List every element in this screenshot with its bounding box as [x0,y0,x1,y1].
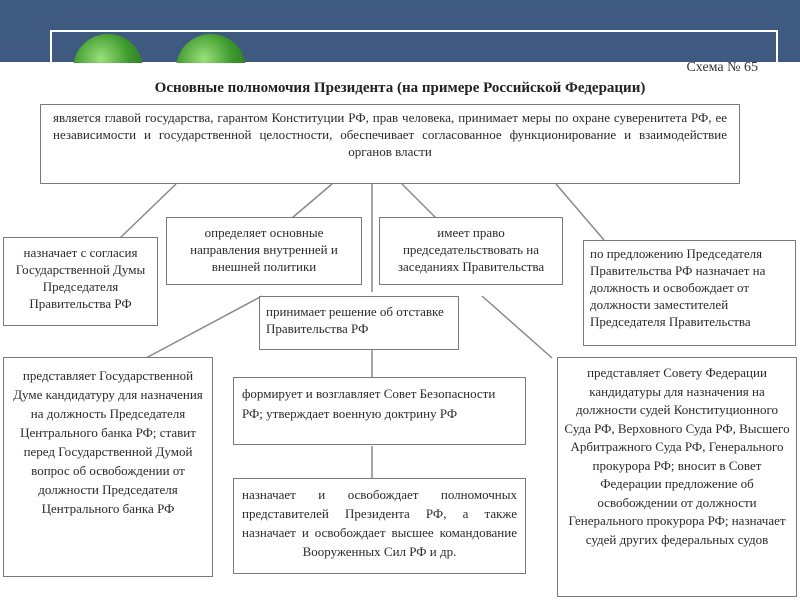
connector-line [482,296,552,358]
page-title: Основные полномочия Президента (на приме… [0,80,800,97]
box-head-of-state: является главой государства, гарантом Ко… [40,104,740,184]
connector-line [292,184,332,218]
box-central-bank: представляет Государственной Думе кандид… [3,357,213,577]
scheme-number: Схема № 65 [686,60,758,76]
box-appoints-representatives: назначает и освобождает полномочных пред… [233,478,526,574]
connector-line [402,184,436,218]
box-federation-council-candidates: представляет Совету Федерации кандидатур… [557,357,797,597]
connector-line [146,296,262,358]
box-appoints-government-chairman: назначает с согласия Государственной Дум… [3,237,158,326]
box-chairs-government-meetings: имеет право председательствовать на засе… [379,217,563,285]
box-security-council: формирует и возглавляет Совет Безопаснос… [233,377,526,445]
box-determines-policy: определяет основные направления внутренн… [166,217,362,285]
box-government-resignation: принимает решение об отставке Правительс… [259,296,459,350]
box-appoints-deputy-chairmen: по предложению Председателя Правительств… [583,240,796,346]
connector-line [556,184,604,240]
